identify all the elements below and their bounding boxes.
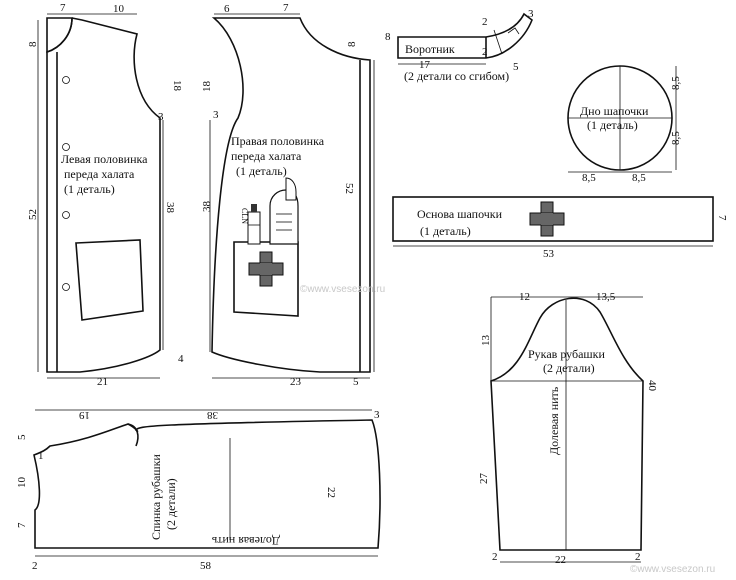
thermometer-bottle-icon: CLN bbox=[240, 177, 299, 245]
dim-label: 22 bbox=[325, 487, 337, 498]
dim-label: 1 bbox=[38, 450, 44, 462]
left-front-label-3: (1 деталь) bbox=[64, 182, 115, 196]
button-icon bbox=[62, 283, 70, 291]
cap-band-label-1: Основа шапочки bbox=[417, 207, 503, 221]
cap-band-piece: 53 7 Основа шапочки (1 деталь) bbox=[392, 196, 728, 260]
red-cross-icon bbox=[248, 251, 284, 287]
right-front-label-3: (1 деталь) bbox=[236, 164, 287, 178]
watermark: ©www.vsesezon.ru bbox=[630, 564, 715, 575]
dim-label: 38 bbox=[201, 201, 213, 213]
right-front-label-1: Правая половинка bbox=[231, 134, 325, 148]
dim-label: 2 bbox=[482, 16, 488, 28]
dim-label: 38 bbox=[207, 409, 219, 421]
dim-label: 23 bbox=[290, 376, 302, 388]
dim-label: 5 bbox=[513, 61, 519, 73]
dim-label: 10 bbox=[113, 3, 125, 15]
dim-label: 2 bbox=[635, 551, 641, 563]
dim-label: 38 bbox=[164, 202, 176, 214]
dim-label: 4 bbox=[178, 353, 184, 365]
button-icon bbox=[62, 211, 70, 219]
right-front-piece: CLN 6 7 8 18 3 52 38 23 5 Правая половин… bbox=[201, 2, 375, 388]
dim-label: 8,5 bbox=[582, 172, 596, 184]
sleeve-piece: 12 13,5 13 40 27 2 22 2 Рукав рубашки (2… bbox=[478, 291, 658, 566]
dim-label: 18 bbox=[201, 81, 213, 93]
dim-label: 13,5 bbox=[596, 291, 616, 303]
dim-label: 3 bbox=[158, 111, 164, 123]
collar-notch bbox=[493, 29, 503, 55]
back-outline bbox=[33, 419, 381, 549]
dim-label: 6 bbox=[224, 3, 230, 15]
dim-label: 22 bbox=[555, 554, 566, 566]
collar-piece: 8 2 3 2 17 5 Воротник (2 детали со сгибо… bbox=[385, 8, 534, 83]
back-piece: 19 38 3 5 1 10 7 22 2 58 Спинка рубашки … bbox=[16, 409, 381, 572]
dim-label: 10 bbox=[16, 477, 28, 489]
dim-label: 8,5 bbox=[670, 131, 682, 145]
collar-sublabel: (2 детали со сгибом) bbox=[404, 69, 509, 83]
left-front-pocket bbox=[75, 239, 144, 321]
sleeve-label-1: Рукав рубашки bbox=[528, 347, 606, 361]
left-front-label-2: переда халата bbox=[64, 167, 135, 181]
dim-label: 5 bbox=[16, 434, 28, 440]
cap-bottom-label-2: (1 деталь) bbox=[587, 118, 638, 132]
dim-label: 53 bbox=[543, 248, 555, 260]
dim-label: 7 bbox=[16, 522, 28, 528]
dim-label: 52 bbox=[343, 183, 355, 194]
back-armhole bbox=[127, 423, 139, 447]
dim-label: 21 bbox=[97, 376, 108, 388]
collar-detail bbox=[507, 27, 520, 35]
right-front-label-2: переда халата bbox=[231, 149, 302, 163]
watermark: ©www.vsesezon.ru bbox=[300, 284, 385, 295]
cap-band-rect bbox=[392, 196, 714, 242]
dim-label: 7 bbox=[283, 2, 289, 14]
dim-label: 7 bbox=[716, 215, 728, 221]
sleeve-grain-label: Долевая нить bbox=[547, 386, 561, 455]
dim-label: 17 bbox=[419, 59, 431, 71]
red-cross-icon bbox=[529, 201, 565, 237]
dim-label: 8 bbox=[385, 31, 391, 43]
dim-label: 5 bbox=[353, 376, 359, 388]
button-icon bbox=[62, 76, 70, 84]
dim-label: 18 bbox=[171, 80, 183, 92]
dim-label: 27 bbox=[478, 473, 490, 485]
dim-label: 3 bbox=[213, 109, 219, 121]
left-front-label-1: Левая половинка bbox=[61, 152, 148, 166]
left-front-piece: 7 10 8 18 3 52 38 4 21 Левая половинка п… bbox=[27, 2, 184, 388]
dim-label: 8 bbox=[27, 41, 39, 47]
dim-label: 52 bbox=[27, 209, 39, 220]
right-front-body bbox=[211, 17, 371, 373]
cap-bottom-label-1: Дно шапочки bbox=[580, 104, 649, 118]
dim-label: 2 bbox=[482, 46, 488, 58]
cap-band-label-2: (1 деталь) bbox=[420, 224, 471, 238]
dim-label: 13 bbox=[480, 335, 492, 347]
sleeve-outline bbox=[490, 297, 644, 551]
dim-label: 2 bbox=[492, 551, 498, 563]
medical-bottle-icon bbox=[247, 204, 261, 245]
left-front-body bbox=[46, 17, 161, 373]
cap-bottom-piece: 8,5 8,5 8,5 8,5 Дно шапочки (1 деталь) bbox=[567, 65, 682, 184]
dim-label: 2 bbox=[32, 560, 38, 572]
back-grain-label: Долевая нить bbox=[211, 534, 280, 548]
dim-label: 8 bbox=[346, 41, 358, 47]
dim-label: 40 bbox=[646, 380, 658, 392]
dim-label: 12 bbox=[519, 291, 530, 303]
dim-label: 58 bbox=[200, 560, 212, 572]
dim-label: 7 bbox=[60, 2, 66, 14]
dim-label: 19 bbox=[79, 409, 91, 421]
dim-label: 8,5 bbox=[632, 172, 646, 184]
sleeve-label-2: (2 детали) bbox=[543, 361, 595, 375]
dim-label: 8,5 bbox=[670, 76, 682, 90]
button-icon bbox=[62, 143, 70, 151]
back-label-1: Спинка рубашки bbox=[149, 454, 163, 540]
cln-text: CLN bbox=[240, 208, 249, 224]
dim-label: 3 bbox=[528, 8, 534, 20]
collar-label: Воротник bbox=[405, 42, 455, 56]
back-label-2: (2 детали) bbox=[164, 478, 178, 530]
dim-label: 3 bbox=[374, 409, 380, 421]
collar-outline bbox=[397, 12, 533, 59]
